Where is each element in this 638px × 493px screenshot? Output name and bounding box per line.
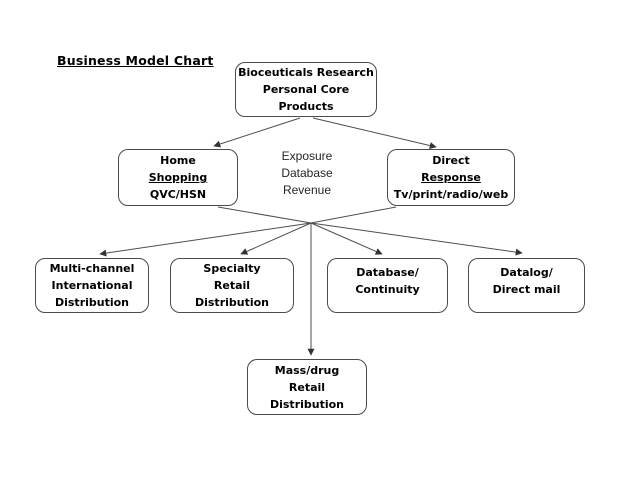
node-line: Datalog/ (500, 266, 553, 279)
node-database-continuity: Database/ Continuity (327, 258, 448, 313)
node-line: Specialty (203, 262, 261, 275)
node-line: Products (278, 100, 334, 113)
node-line: Bioceuticals Research (238, 66, 374, 79)
node-line: Continuity (355, 283, 420, 296)
text-line: Exposure (281, 149, 333, 163)
node-line: Tv/print/radio/web (393, 188, 509, 201)
node-line: Personal Core (262, 83, 350, 96)
node-multi-channel-international-distribution: Multi-channel International Distribution (35, 258, 149, 313)
node-line: Direct (432, 154, 470, 167)
node-line: Direct mail (492, 283, 561, 296)
node-direct-response: Direct Response Tv/print/radio/web (387, 149, 515, 206)
node-line: QVC/HSN (149, 188, 207, 201)
node-line: Multi-channel (49, 262, 135, 275)
node-datalog-direct-mail: Datalog/ Direct mail (468, 258, 585, 313)
node-line: Response (421, 171, 481, 184)
text-line: Database (281, 166, 333, 180)
text-exposure-database-revenue: Exposure Database Revenue (259, 148, 355, 199)
node-line: Shopping (148, 171, 208, 184)
node-line: Database/ (356, 266, 419, 279)
text-line: Revenue (282, 183, 332, 197)
page-title: Business Model Chart (57, 53, 214, 68)
node-home-shopping: Home Shopping QVC/HSN (118, 149, 238, 206)
node-bioceuticals-research: Bioceuticals Research Personal Core Prod… (235, 62, 377, 117)
node-line: Mass/drug (274, 363, 340, 377)
node-line: Distribution (269, 397, 345, 411)
node-line: Retail (288, 380, 326, 394)
node-line: Distribution (194, 296, 270, 309)
node-line: Retail (213, 279, 251, 292)
node-mass-drug-retail-distribution: Mass/drug Retail Distribution (247, 359, 367, 415)
node-line: International (51, 279, 133, 292)
node-line: Distribution (54, 296, 130, 309)
node-line: Home (160, 154, 196, 167)
node-specialty-retail-distribution: Specialty Retail Distribution (170, 258, 294, 313)
